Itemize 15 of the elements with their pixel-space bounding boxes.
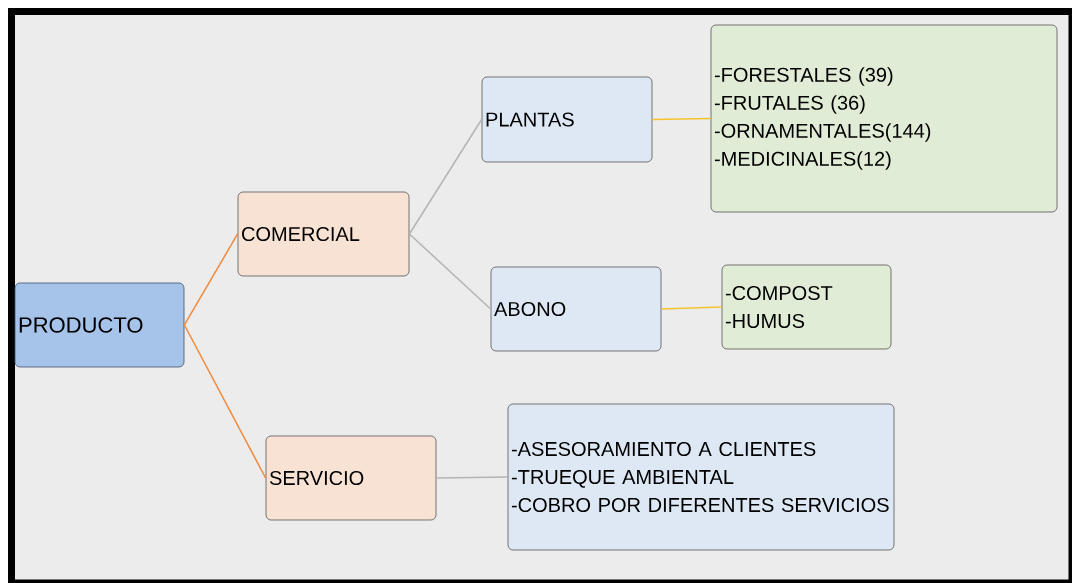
connector-line (408, 118, 483, 235)
connector-line (651, 117, 712, 121)
connector-line (660, 306, 723, 310)
connector-line (183, 233, 239, 326)
connector-line (408, 233, 492, 310)
topic-box: ABONO (490, 266, 662, 352)
connector-line (435, 476, 509, 479)
topic-box: -COMPOST -HUMUS (721, 264, 892, 350)
topic-box: SERVICIO (265, 435, 437, 521)
topic-box: PLANTAS (481, 76, 653, 163)
topic-box: -ASESORAMIENTO A CLIENTES -TRUEQUE AMBIENTAL -COBRO POR DIFERENTES SERVICIOS (507, 403, 895, 551)
topic-box: COMERCIAL (237, 191, 410, 277)
topic-box: PRODUCTO (14, 282, 185, 368)
connector-line (183, 324, 267, 479)
topic-box: -FORESTALES (39) -FRUTALES (36) -ORNAMENTALES(144) -MEDICINALES(12) (710, 24, 1058, 213)
